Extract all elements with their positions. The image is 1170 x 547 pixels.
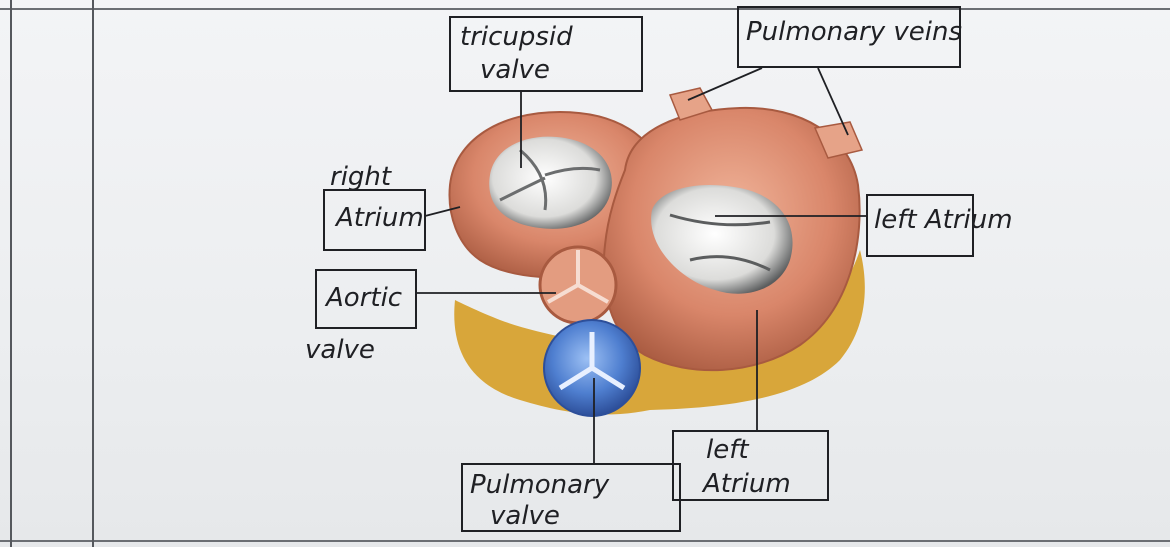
heart-illustration [450, 88, 865, 416]
pulmonary-veins-label: Pulmonary veins [746, 17, 962, 47]
pulmonary-valve-label-line2: valve [490, 501, 560, 531]
aortic-caption: valve [305, 335, 375, 365]
right-atrium-label: Atrium [334, 203, 424, 233]
left-atrium-lower-label-line1: left [706, 435, 749, 465]
left-atrium-lower-label-line2: Atrium [701, 469, 791, 499]
pulmonary-veins-leader-a [688, 68, 762, 100]
left-atrium-upper-label: left Atrium [874, 205, 1013, 235]
tricuspid-label-line1: tricupsid [460, 22, 573, 52]
right-atrium-caption: right [330, 162, 392, 192]
aortic-label: Aortic [324, 283, 402, 313]
tricuspid-label-line2: valve [480, 55, 550, 85]
tricuspid-opening [489, 137, 612, 229]
pulmonary-valve-label-line1: Pulmonary [470, 470, 610, 500]
